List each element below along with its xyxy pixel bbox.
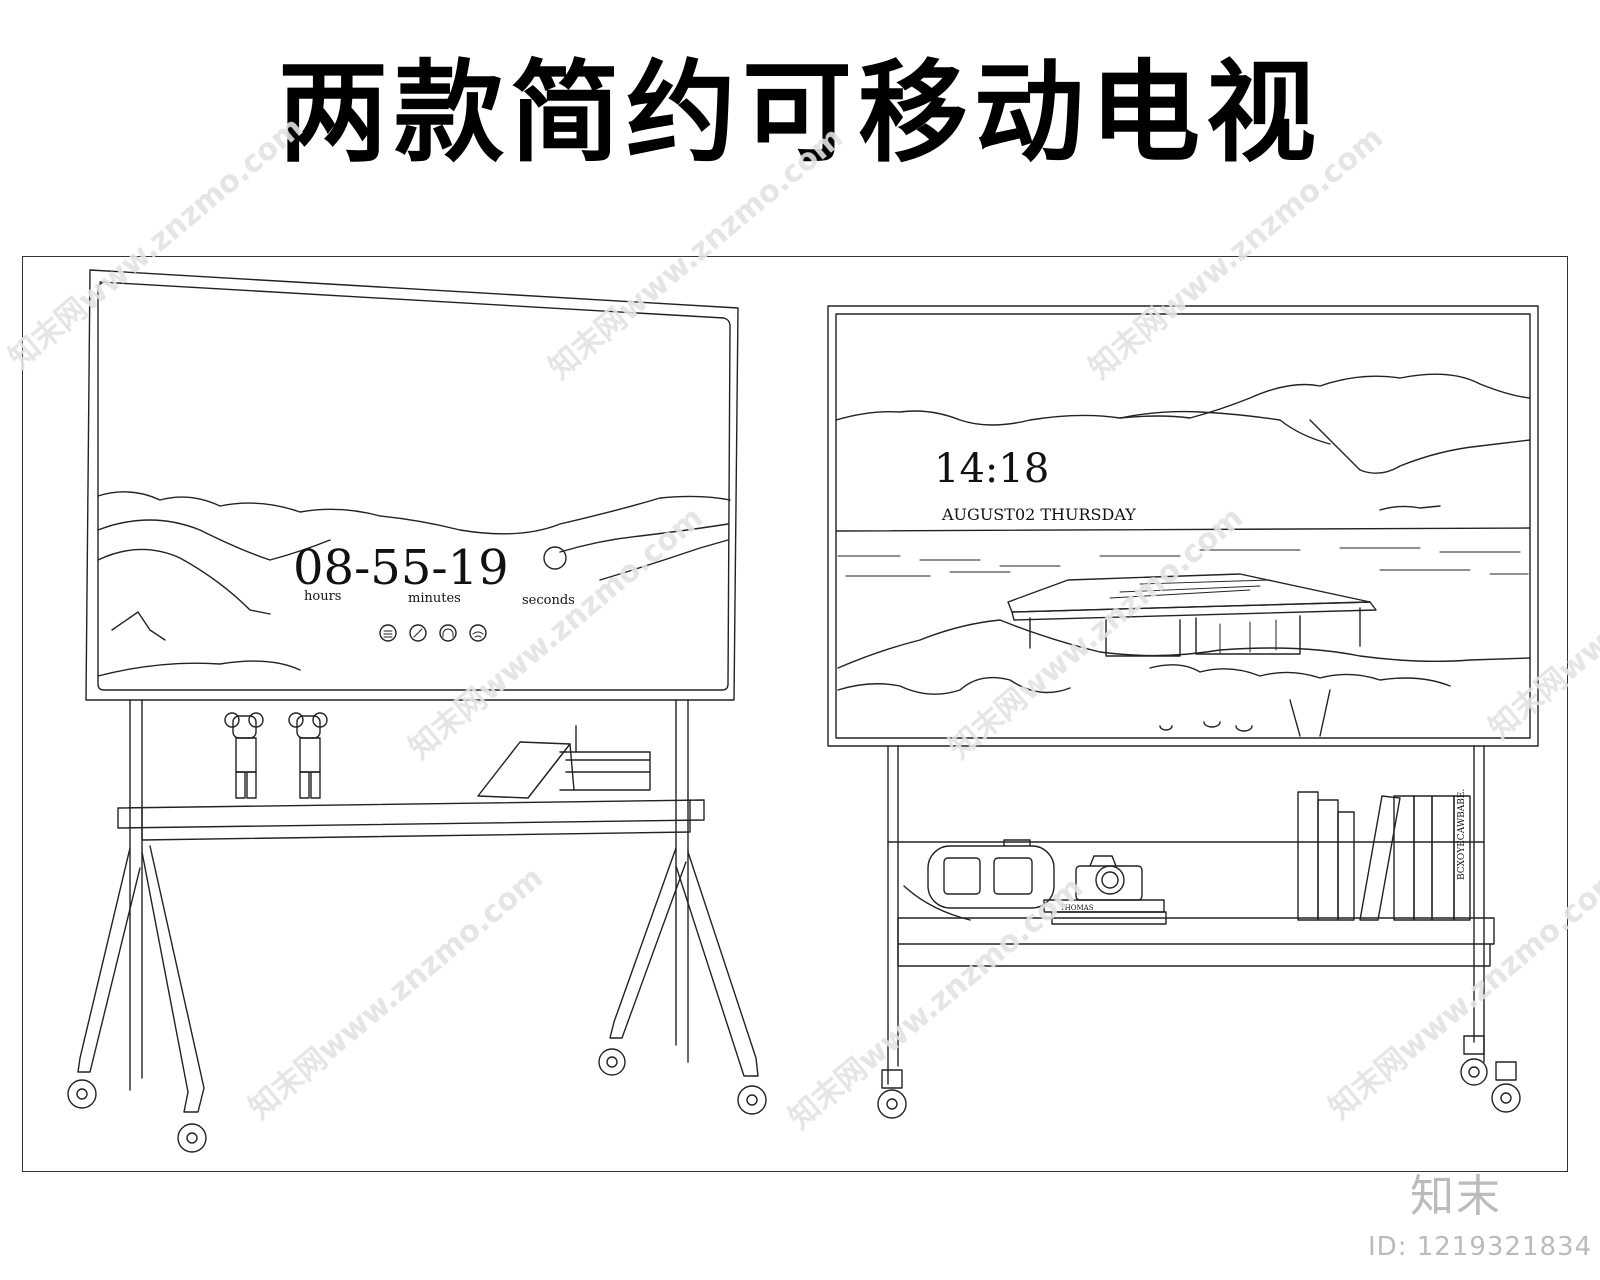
- headphones-icon: [439, 624, 457, 642]
- left-tv: [67, 269, 767, 1153]
- svg-text:知末网www.znzmo.com: 知末网www.znzmo.com: [543, 120, 850, 386]
- svg-text:知末网www.znzmo.com: 知末网www.znzmo.com: [243, 860, 550, 1126]
- left-tv-sun: [543, 546, 567, 570]
- box-label: THOMAS: [1060, 904, 1094, 912]
- right-tv-screen: [835, 313, 1531, 739]
- image-id: ID: 1219321834: [1368, 1232, 1593, 1262]
- bear-figurine: [224, 712, 264, 799]
- alarm-clock: [927, 839, 1055, 909]
- svg-text:知末网www.znzmo.com: 知末网www.znzmo.com: [1323, 860, 1600, 1126]
- svg-text:知末网www.znzmo.com: 知末网www.znzmo.com: [783, 870, 1090, 1136]
- brand-logo: 知末: [1410, 1171, 1502, 1222]
- book-spine-text: BCXOYECAWBABE.: [1457, 789, 1467, 880]
- bear-figurine: [288, 712, 328, 799]
- book-row: [1297, 791, 1471, 921]
- right-tv-bezel: [827, 305, 1539, 747]
- minutes-label: minutes: [408, 591, 461, 606]
- left-tv-clock: 08-55-19: [293, 540, 509, 596]
- svg-text:知末网www.znzmo.com: 知末网www.znzmo.com: [943, 500, 1250, 766]
- pavilion: [1007, 573, 1377, 657]
- left-tv-bezel: [85, 269, 739, 701]
- right-tv-clock: 14:18: [934, 446, 1049, 492]
- right-tv: [827, 305, 1539, 1119]
- hours-label: hours: [304, 589, 341, 604]
- seconds-label: seconds: [522, 593, 575, 608]
- right-shelf: [897, 917, 1495, 945]
- svg-text:知末网www.znzmo.com: 知末网www.znzmo.com: [1083, 120, 1390, 386]
- svg-text:知末网www.znzmo.com: 知末网www.znzmo.com: [3, 110, 310, 376]
- left-shelf: [117, 799, 705, 829]
- left-tv-screen: [97, 281, 731, 691]
- right-tv-date: AUGUST02 THURSDAY: [941, 505, 1136, 524]
- page-title: 两款简约可移动电视: [278, 48, 1322, 177]
- drawing-frame: [22, 256, 1568, 1172]
- svg-text:知末网www.znzmo.com: 知末网www.znzmo.com: [1483, 480, 1600, 746]
- pen-icon: [409, 624, 427, 642]
- book-stand: [477, 741, 571, 799]
- wifi-icon: [469, 624, 487, 642]
- menu-icon: [379, 624, 397, 642]
